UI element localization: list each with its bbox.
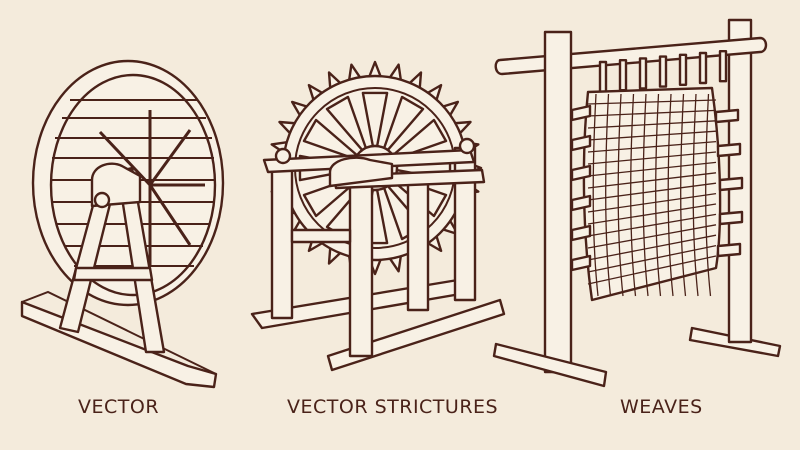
spinning-wheel-illustration [20,59,225,389]
caption-weaves: WEAVES [620,396,703,418]
caption-vector: VECTOR [78,396,160,418]
water-wheel-illustration [250,60,506,372]
caption-vector-strictures: VECTOR STRICTURES [287,396,499,418]
loom-illustration [492,18,782,388]
